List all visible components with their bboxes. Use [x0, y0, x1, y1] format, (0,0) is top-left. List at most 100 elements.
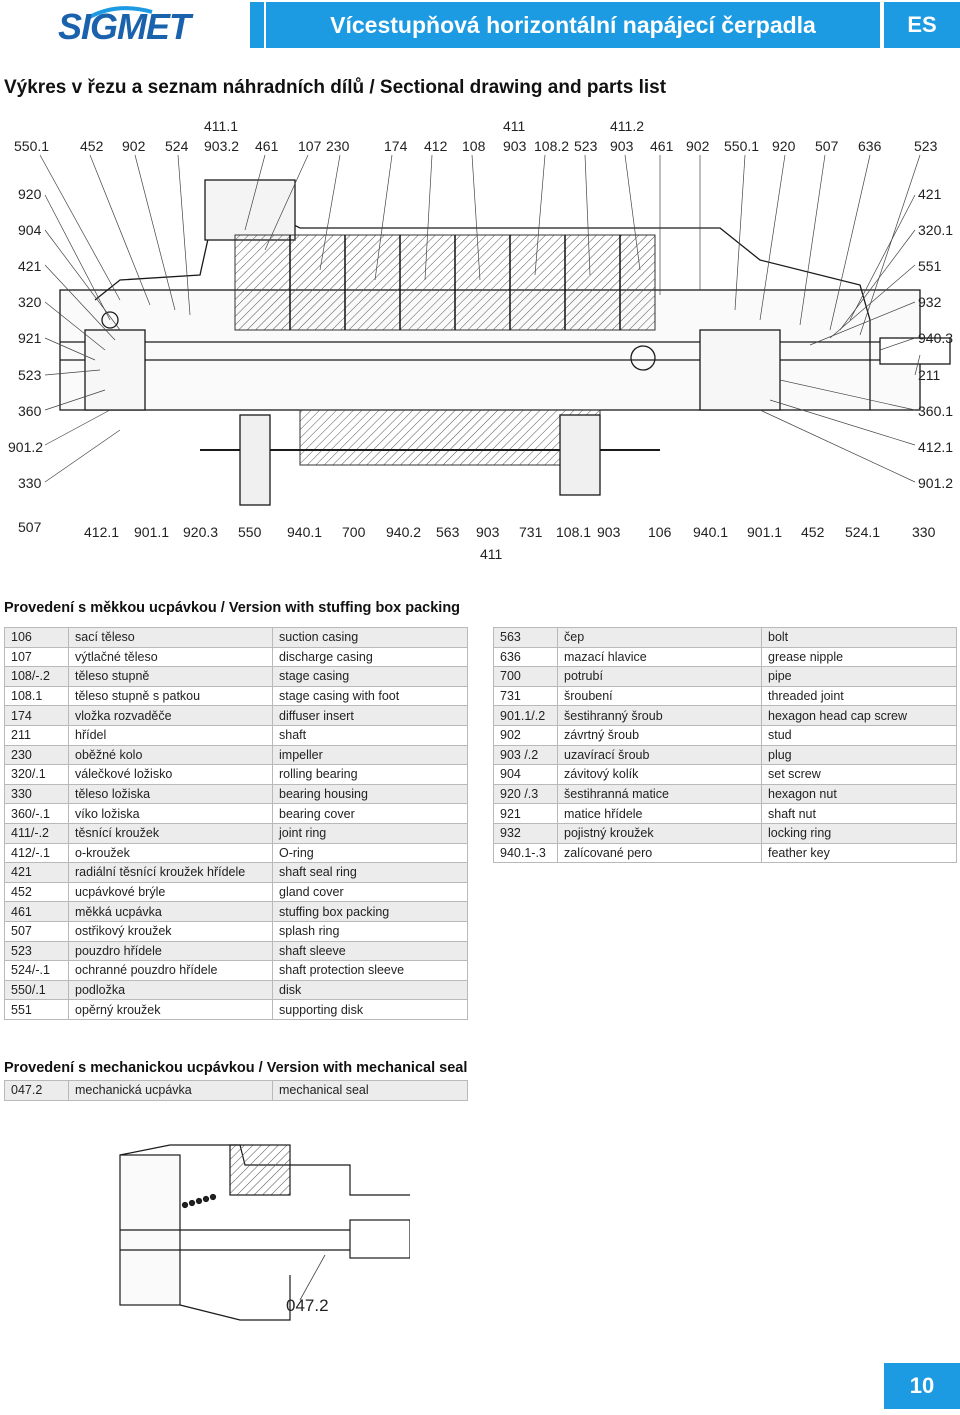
part-name-cs: potrubí — [557, 666, 762, 687]
callout: 461 — [255, 138, 279, 154]
part-name-en: threaded joint — [761, 685, 957, 707]
part-number: 940.1-.3 — [493, 842, 558, 864]
part-name-cs: šestihranný šroub — [557, 705, 762, 726]
callout: 507 — [815, 138, 839, 154]
callout: 330 — [912, 524, 936, 540]
header-title: Vícestupňová horizontální napájecí čerpa… — [266, 2, 880, 48]
part-number: 107 — [4, 646, 69, 668]
part-number: 330 — [4, 783, 69, 805]
page-header: SIGMET Vícestupňová horizontální napájec… — [0, 0, 960, 50]
part-name-cs: radiální těsnící kroužek hřídele — [68, 862, 273, 883]
part-number: 550/.1 — [4, 979, 69, 1001]
callout: 230 — [326, 138, 350, 154]
part-name-cs: matice hřídele — [557, 803, 762, 824]
callout: 903 — [503, 138, 527, 154]
callout: 211 — [918, 367, 941, 383]
part-number: 904 — [493, 764, 558, 785]
callout: 524.1 — [845, 524, 880, 540]
seal-callout: 047.2 — [286, 1296, 329, 1315]
callout: 523 — [18, 367, 42, 383]
sectional-drawing: 550.1 452 902 524 411.1 903.2 461 107 23… — [8, 118, 953, 562]
part-name-cs: opěrný kroužek — [68, 999, 273, 1020]
page-number: 10 — [884, 1363, 960, 1409]
callout: 902 — [686, 138, 710, 154]
part-number: 211 — [4, 724, 69, 746]
part-name-en: supporting disk — [272, 999, 468, 1020]
part-name-en: stage casing with foot — [272, 685, 468, 707]
callout: 903 — [476, 524, 500, 540]
callout: 108.1 — [556, 524, 591, 540]
callout: 421 — [18, 258, 42, 274]
part-name-en: shaft nut — [761, 803, 957, 824]
callouts-top: 550.1 452 902 524 411.1 903.2 461 107 23… — [14, 118, 938, 154]
part-number: 452 — [4, 881, 69, 903]
part-number: 932 — [493, 822, 558, 844]
part-number: 360/-.1 — [4, 803, 69, 824]
part-number: 524/-.1 — [4, 960, 69, 981]
part-name-en: O-ring — [272, 842, 468, 864]
part-name-cs: těleso ložiska — [68, 783, 273, 805]
part-name-en: gland cover — [272, 881, 468, 903]
part-name-en: feather key — [761, 842, 957, 864]
callout: 523 — [914, 138, 938, 154]
part-name-cs: válečkové ložisko — [68, 764, 273, 785]
callout: 903 — [610, 138, 634, 154]
callout: 360.1 — [918, 403, 953, 419]
part-number: 921 — [493, 803, 558, 824]
part-number: 230 — [4, 744, 69, 766]
callout: 920 — [772, 138, 796, 154]
callout: 452 — [801, 524, 825, 540]
callout: 901.1 — [747, 524, 782, 540]
part-name-cs: závrtný šroub — [557, 724, 762, 746]
part-name-cs: oběžné kolo — [68, 744, 273, 766]
part-number: 412/-.1 — [4, 842, 69, 864]
part-number: 731 — [493, 685, 558, 707]
callout: 731 — [519, 524, 543, 540]
callout: 507 — [18, 519, 42, 535]
part-name-en: rolling bearing — [272, 764, 468, 785]
part-number: 902 — [493, 724, 558, 746]
part-number: 320/.1 — [4, 764, 69, 785]
callout: 563 — [436, 524, 460, 540]
part-name-cs: pouzdro hřídele — [68, 940, 273, 962]
part-name-en: pipe — [761, 666, 957, 687]
callout: 903 — [597, 524, 621, 540]
part-name-en: suction casing — [272, 627, 468, 648]
part-name-en: impeller — [272, 744, 468, 766]
callout: 901.2 — [918, 475, 953, 491]
leader-lines — [39, 154, 921, 483]
part-name-cs: šestihranná matice — [557, 783, 762, 805]
part-name-en: shaft — [272, 724, 468, 746]
callout: 901.2 — [8, 439, 43, 455]
mechanical-seal-title: Provedení s mechanickou ucpávkou / Versi… — [4, 1060, 468, 1076]
part-name-cs: o-kroužek — [68, 842, 273, 864]
part-name-cs: závitový kolík — [557, 764, 762, 785]
part-number: 108.1 — [4, 685, 69, 707]
callout: 550 — [238, 524, 262, 540]
callout: 412.1 — [918, 439, 953, 455]
part-name-cs: pojistný kroužek — [557, 822, 762, 844]
part-number: 636 — [493, 646, 558, 668]
callout: 320 — [18, 294, 42, 310]
part-number: 920 /.3 — [493, 783, 558, 805]
part-name-cs: čep — [557, 627, 762, 648]
part-name-cs: výtlačné těleso — [68, 646, 273, 668]
callout: 412 — [424, 138, 448, 154]
callout: 452 — [80, 138, 104, 154]
callout: 330 — [18, 475, 42, 491]
callout: 411 — [503, 118, 526, 134]
part-name-en: bearing cover — [272, 803, 468, 824]
callout: 524 — [165, 138, 189, 154]
part-name-cs: těleso stupně s patkou — [68, 685, 273, 707]
part-name-en: set screw — [761, 764, 957, 785]
